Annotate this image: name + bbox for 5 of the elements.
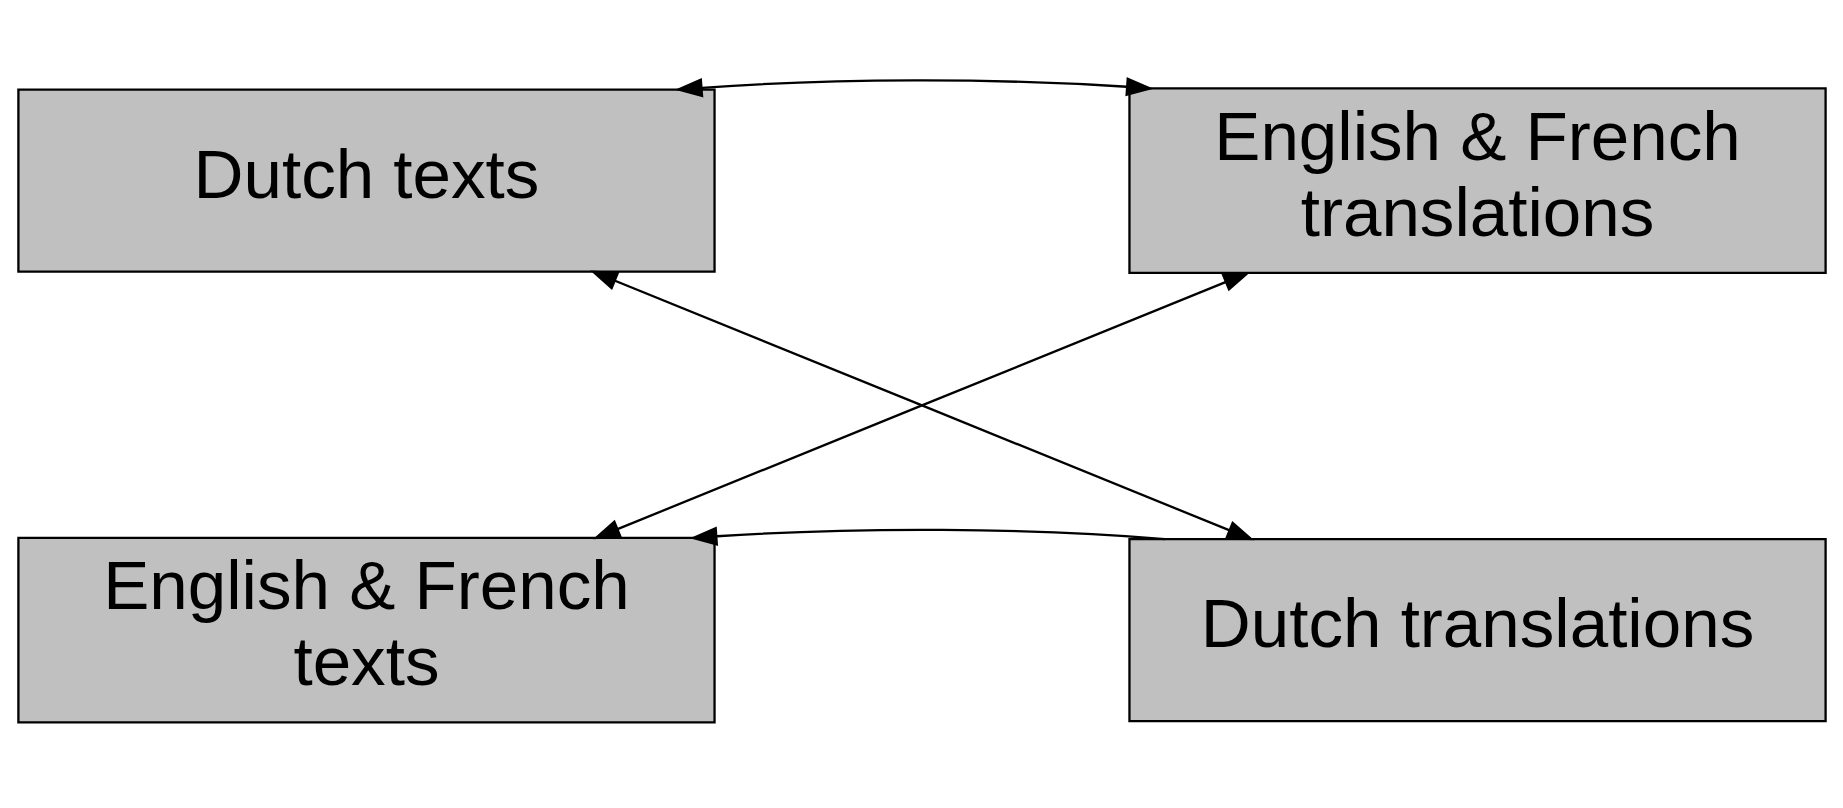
- node-box: Dutch texts: [16, 87, 716, 273]
- node-box: Dutch translations: [1127, 537, 1827, 722]
- node-box: English & French translations: [1127, 86, 1827, 274]
- arrow: [674, 76, 1154, 97]
- node-box: English & French texts: [16, 536, 716, 723]
